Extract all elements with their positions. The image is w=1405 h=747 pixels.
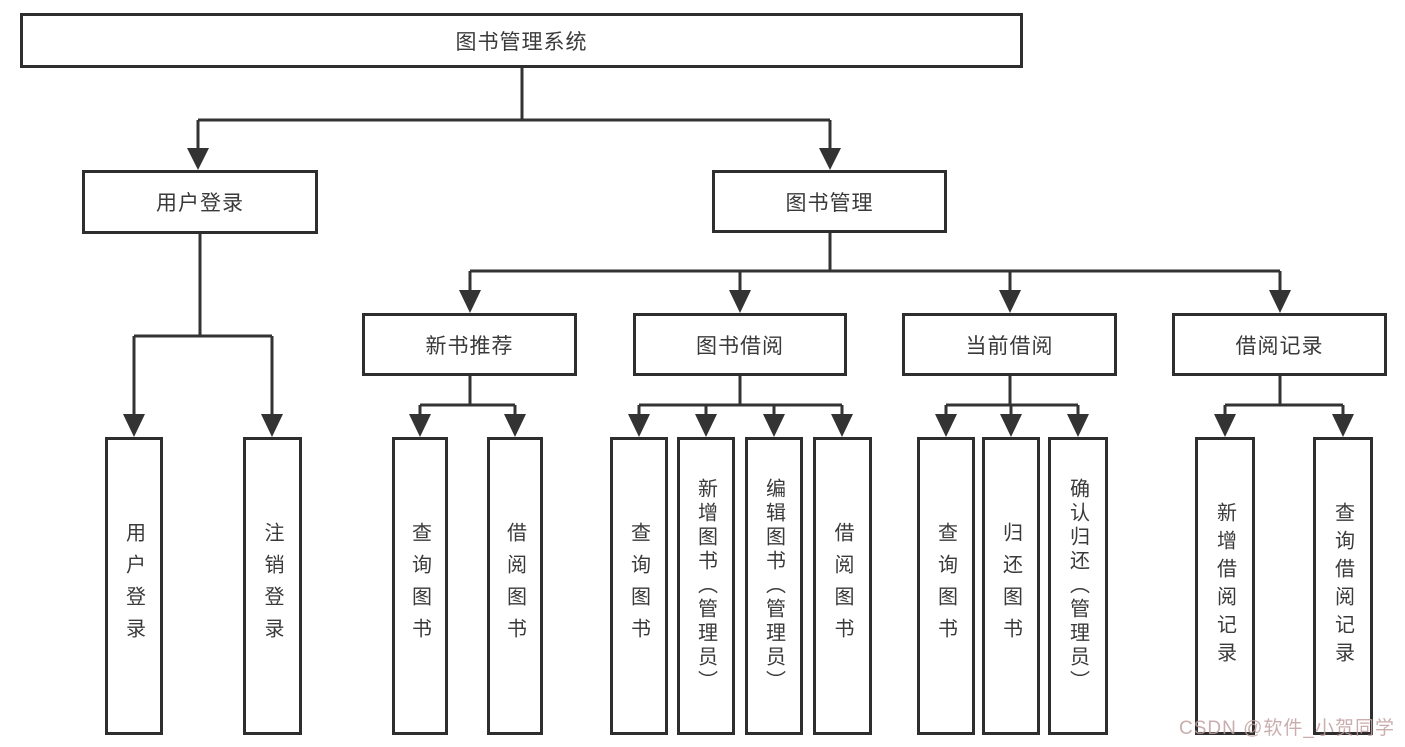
leaf-borrow-books: 借阅图书 — [813, 437, 872, 735]
connector-lines — [196, 68, 832, 150]
leaf-borrow-books-recommend: 借阅图书 — [487, 437, 543, 735]
arrowhead — [729, 290, 751, 313]
watermark: CSDN @软件_小贺同学 — [1179, 718, 1395, 739]
arrowhead — [763, 414, 785, 437]
node-book-borrow: 图书借阅 — [633, 313, 847, 376]
connector-lines — [944, 376, 1080, 416]
arrowhead — [1067, 414, 1089, 437]
connector-root-to-level2 — [196, 68, 832, 150]
leaf-edit-book-admin: 编辑图书（管理员） — [745, 437, 803, 735]
connector-book-borrow-to-leaves — [637, 376, 844, 416]
arrowhead — [999, 290, 1021, 313]
arrowhead — [819, 148, 841, 170]
connector-lines — [637, 376, 844, 416]
leaf-query-books-current: 查询图书 — [917, 437, 975, 735]
node-book-management: 图书管理 — [712, 170, 947, 233]
leaf-return-book: 归还图书 — [982, 437, 1040, 735]
arrowhead — [123, 414, 145, 437]
node-current-borrow: 当前借阅 — [902, 313, 1117, 376]
connector-lines — [468, 233, 1282, 292]
arrowhead — [1214, 414, 1236, 437]
arrowhead — [187, 148, 209, 170]
arrowhead — [504, 414, 526, 437]
leaf-query-books-recommend: 查询图书 — [392, 437, 448, 735]
arrowhead — [1332, 414, 1354, 437]
arrowhead — [1269, 290, 1291, 313]
connector-new-book-recommend-to-leaves — [418, 376, 517, 416]
leaf-query-borrow-record: 查询借阅记录 — [1313, 437, 1373, 735]
arrowhead — [261, 414, 283, 437]
connector-lines — [418, 376, 517, 416]
connector-lines — [132, 234, 274, 416]
arrowhead — [935, 414, 957, 437]
leaf-user-login: 用户登录 — [105, 437, 163, 735]
node-root: 图书管理系统 — [20, 13, 1023, 68]
connector-book-management-to-level3 — [468, 233, 1282, 292]
arrowhead — [695, 414, 717, 437]
arrowhead — [628, 414, 650, 437]
leaf-logout: 注销登录 — [243, 437, 302, 735]
leaf-query-books-borrow: 查询图书 — [610, 437, 668, 735]
connector-borrow-records-to-leaves — [1223, 376, 1345, 416]
leaf-add-book-admin: 新增图书（管理员） — [677, 437, 735, 735]
arrowhead — [831, 414, 853, 437]
connector-lines — [1223, 376, 1345, 416]
arrowhead — [409, 414, 431, 437]
leaf-add-borrow-record: 新增借阅记录 — [1195, 437, 1255, 735]
connector-current-borrow-to-leaves — [944, 376, 1080, 416]
node-new-book-recommend: 新书推荐 — [362, 313, 577, 376]
leaf-confirm-return-admin: 确认归还（管理员） — [1048, 437, 1108, 735]
node-user-login: 用户登录 — [82, 170, 318, 234]
arrowhead — [1000, 414, 1022, 437]
connector-user-login-to-leaves — [132, 234, 274, 416]
arrowhead — [459, 290, 481, 313]
node-borrow-records: 借阅记录 — [1172, 313, 1387, 376]
